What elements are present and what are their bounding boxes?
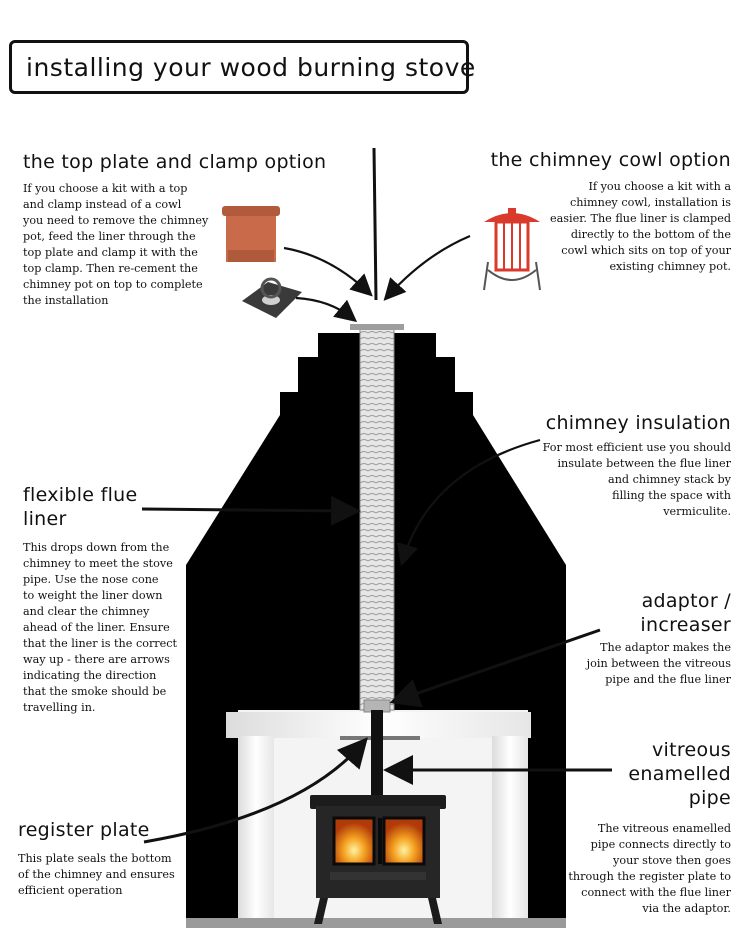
- vitreous-line: The vitreous enamelled: [597, 822, 731, 835]
- arrow-register: [143, 737, 368, 844]
- mantel-left-leg: [238, 736, 274, 928]
- vitreous-heading-line: vitreous: [651, 739, 731, 761]
- flue-liner-line: This drops down from the: [23, 541, 170, 554]
- cowl-line: If you choose a kit with a: [588, 180, 731, 193]
- page-title: installing your wood burning stove: [26, 53, 476, 82]
- flue-liner-line: chimney to meet the stove: [23, 557, 173, 570]
- flue-liner-line: that the smoke should be: [23, 685, 167, 698]
- flue-liner-line: indicating the direction: [23, 669, 157, 682]
- stove-window-left: [332, 816, 376, 866]
- top-plate-line: you need to remove the chimney: [23, 214, 209, 227]
- flue-liner-heading: flexible flue liner: [23, 483, 138, 531]
- top-plate-line: top plate and clamp it with the: [23, 246, 198, 259]
- register-heading: register plate: [18, 819, 150, 841]
- cowl-line: directly to the bottom of the: [570, 228, 731, 241]
- arrows: [141, 234, 612, 844]
- chimney-pot-icon: [222, 206, 280, 262]
- vitreous-line: through the register plate to: [568, 870, 731, 883]
- flue-liner-line: and clear the chimney: [23, 605, 150, 618]
- insulation-line: and chimney stack by: [608, 473, 731, 486]
- insulation-line: vermiculite.: [663, 505, 731, 518]
- vitreous-heading-line: pipe: [688, 787, 731, 809]
- wood-burning-stove: [310, 795, 446, 924]
- adaptor-line: The adaptor makes the: [600, 641, 731, 654]
- chimney-cowl-icon: [483, 208, 541, 291]
- cowl-line: chimney cowl, installation is: [569, 196, 731, 209]
- vitreous-line: pipe connects directly to: [590, 838, 731, 851]
- cowl-line: cowl which sits on top of your: [561, 244, 731, 257]
- vitreous-heading-line: enamelled: [628, 763, 731, 785]
- flue-liner: [359, 324, 395, 711]
- register-text: This plate seals the bottom of the chimn…: [18, 851, 198, 899]
- adaptor-heading: adaptor / increaser: [640, 589, 731, 637]
- top-plate-line: If you choose a kit with a top: [23, 182, 188, 195]
- adaptor-line: pipe and the flue liner: [605, 673, 731, 686]
- arrow-insulation: [396, 438, 541, 567]
- adaptor-heading-line: increaser: [640, 614, 731, 636]
- flue-liner-text: This drops down from the chimney to meet…: [23, 540, 183, 716]
- top-plate: [350, 324, 404, 330]
- adaptor-heading-line: adaptor /: [641, 590, 731, 612]
- flue-liner-line: ahead of the liner. Ensure: [23, 621, 170, 634]
- arrow-cowl: [383, 234, 471, 301]
- cowl-line: easier. The flue liner is clamped: [550, 212, 731, 225]
- flue-liner-heading-line: liner: [23, 508, 67, 530]
- vitreous-heading: vitreous enamelled pipe: [628, 738, 731, 810]
- stove-window-right: [382, 816, 426, 866]
- arrow-flue-liner: [141, 495, 361, 526]
- mantel-right-leg: [492, 736, 528, 928]
- insulation-line: insulate between the flue liner: [557, 457, 731, 470]
- insulation-heading: chimney insulation: [545, 412, 731, 434]
- title-box: installing your wood burning stove: [9, 40, 475, 94]
- rod: [372, 147, 378, 301]
- insulation-line: For most efficient use you should: [542, 441, 731, 454]
- flue-liner-line: that the liner is the correct: [23, 637, 178, 650]
- insulation-line: filling the space with: [612, 489, 731, 502]
- register-line: This plate seals the bottom: [18, 852, 172, 865]
- hearth: [186, 918, 566, 928]
- flue-liner-line: to weight the liner down: [23, 589, 163, 602]
- top-plate-line: chimney pot on top to complete: [23, 278, 203, 291]
- vitreous-text: The vitreous enamelled pipe connects dir…: [551, 821, 731, 917]
- insulation-text: For most efficient use you should insula…: [521, 440, 731, 520]
- flue-liner-line: pipe. Use the nose cone: [23, 573, 159, 586]
- vitreous-pipe: [371, 710, 383, 798]
- vitreous-line: connect with the flue liner: [581, 886, 731, 899]
- flue-liner-line: way up - there are arrows: [23, 653, 170, 666]
- top-plate-text: If you choose a kit with a top and clamp…: [23, 181, 223, 309]
- cowl-heading: the chimney cowl option: [490, 149, 731, 171]
- flue-liner-heading-line: flexible flue: [23, 484, 138, 506]
- arrow-adaptor: [389, 628, 601, 708]
- top-plate-line: top clamp. Then re-cement the: [23, 262, 198, 275]
- cowl-line: existing chimney pot.: [609, 260, 731, 273]
- cowl-text: If you choose a kit with a chimney cowl,…: [501, 179, 731, 275]
- register-line: efficient operation: [18, 884, 123, 897]
- top-plate-line: pot, feed the liner through the: [23, 230, 196, 243]
- adaptor-text: The adaptor makes the join between the v…: [551, 640, 731, 688]
- top-plate-line: and clamp instead of a cowl: [23, 198, 182, 211]
- arrow-clamp: [295, 296, 358, 323]
- vitreous-line: via the adaptor.: [642, 902, 731, 915]
- top-plate-line: the installation: [23, 294, 109, 307]
- flue-liner-line: travelling in.: [23, 701, 96, 714]
- top-plate-clamp-icon: [242, 277, 302, 318]
- adaptor-line: join between the vitreous: [586, 657, 731, 670]
- arrow-pot: [283, 246, 373, 297]
- vitreous-line: your stove then goes: [613, 854, 731, 867]
- top-plate-heading: the top plate and clamp option: [23, 151, 327, 173]
- register-line: of the chimney and ensures: [18, 868, 175, 881]
